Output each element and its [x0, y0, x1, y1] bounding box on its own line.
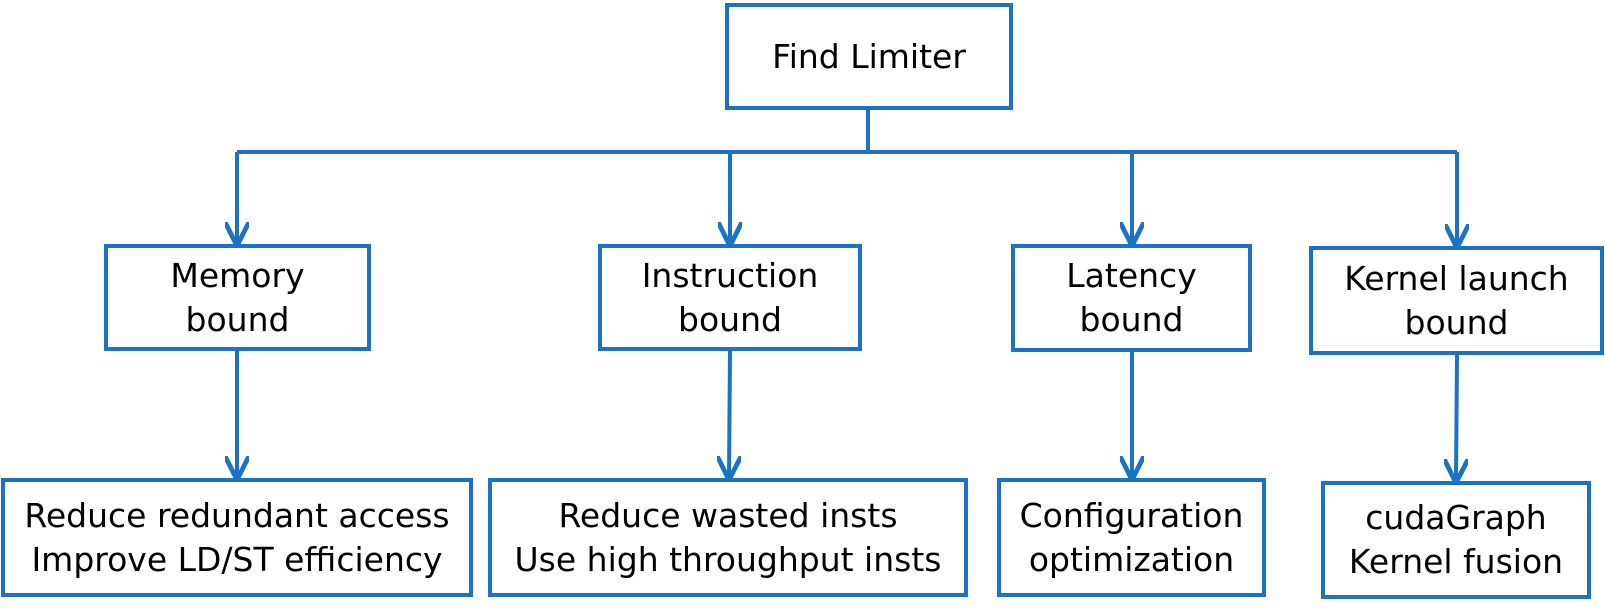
- action-label-line-2: Improve LD/ST efficiency: [31, 539, 443, 579]
- category-node-latency-bound: Latency bound: [1011, 244, 1252, 352]
- arrow-to-kernel-launch-actions: [1456, 354, 1457, 479]
- action-label-line-1: Reduce wasted insts: [558, 495, 898, 535]
- category-label-line-1: Memory: [170, 255, 305, 295]
- action-node-instruction: Reduce wasted insts Use high throughput …: [488, 478, 968, 597]
- action-label-line-1: Configuration: [1019, 495, 1244, 535]
- root-node-label: Find Limiter: [772, 36, 966, 76]
- action-node-kernel-launch: cudaGraph Kernel fusion: [1321, 481, 1591, 599]
- category-node-kernel-launch-bound: Kernel launch bound: [1309, 246, 1604, 355]
- category-label-line-1: Instruction: [641, 255, 819, 295]
- category-node-memory-bound: Memory bound: [104, 244, 371, 351]
- action-label-line-2: Use high throughput insts: [514, 539, 942, 579]
- root-node-find-limiter: Find Limiter: [725, 3, 1013, 110]
- action-label-line-1: cudaGraph: [1365, 498, 1547, 537]
- action-node-latency: Configuration optimization: [997, 478, 1266, 597]
- action-label-line-1: Reduce redundant access: [24, 495, 450, 535]
- action-node-memory: Reduce redundant access Improve LD/ST ef…: [1, 478, 473, 597]
- action-label-line-2: Kernel fusion: [1348, 542, 1564, 581]
- category-label-line-2: bound: [1079, 300, 1184, 339]
- arrow-to-instruction-actions: [729, 350, 730, 476]
- category-label-line-2: bound: [678, 299, 782, 339]
- category-label-line-2: bound: [185, 299, 290, 339]
- category-label-line-1: Kernel launch: [1344, 258, 1569, 298]
- category-label-line-1: Latency: [1066, 256, 1197, 295]
- action-label-line-2: optimization: [1028, 539, 1235, 579]
- category-label-line-2: bound: [1404, 302, 1509, 342]
- category-node-instruction-bound: Instruction bound: [598, 244, 862, 351]
